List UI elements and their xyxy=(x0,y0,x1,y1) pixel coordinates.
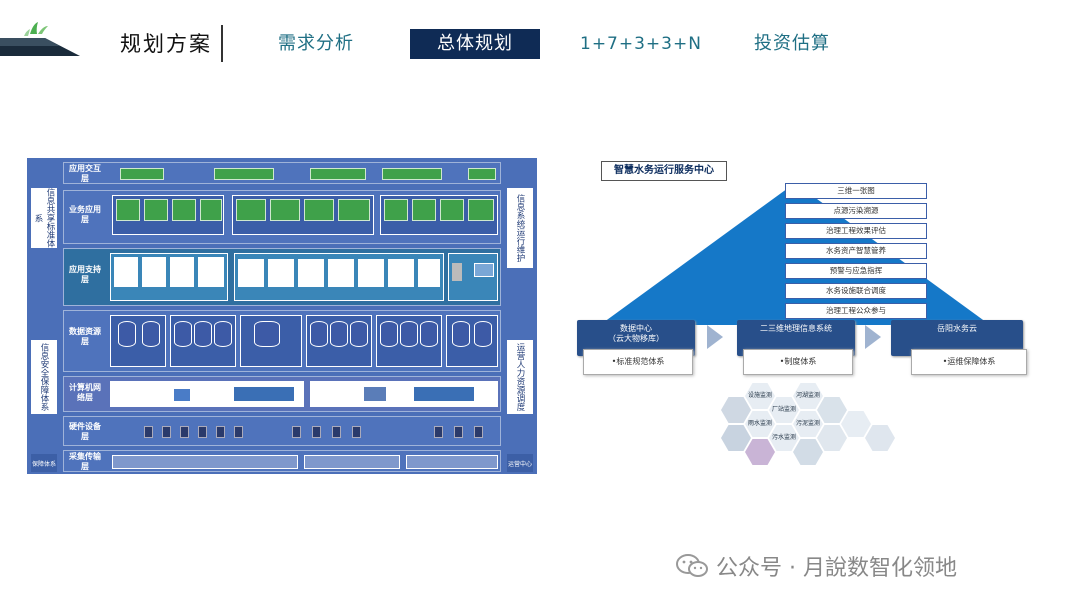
architecture-diagram: 信息共享标准体系 信息安全保障体系 保障体系 信息系统运行维护 运营人力资源调度… xyxy=(27,158,537,474)
layer-hardware: 硬件设备层 xyxy=(63,416,501,446)
sub-ops-guarantee: •运维保障体系 xyxy=(911,349,1027,375)
hex-photo-7 xyxy=(793,439,823,465)
top-nav: 规划方案 需求分析 总体规划 1+7+3+3+N 投资估算 xyxy=(0,0,1080,80)
hex-sludge: 污泥监测 xyxy=(793,411,823,437)
side-info-security: 信息安全保障体系 xyxy=(31,340,57,414)
hex-rain: 雨水监测 xyxy=(745,411,775,437)
hex-photo-2 xyxy=(817,397,847,423)
service-item-7: 治理工程公众参与 xyxy=(785,303,927,319)
hex-photo-6 xyxy=(745,439,775,465)
tab-investment[interactable]: 投资估算 xyxy=(754,33,830,54)
hex-photo-5 xyxy=(721,425,751,451)
wechat-icon xyxy=(676,554,708,577)
footer-text: 公众号 · 月說数智化领地 xyxy=(716,556,957,581)
hex-sewage: 污水监测 xyxy=(769,425,799,451)
logo-icon xyxy=(0,22,80,56)
footer-watermark: 公众号 · 月說数智化领地 xyxy=(676,550,957,582)
service-item-6: 水务设施联合调度 xyxy=(785,283,927,299)
tab-overall-plan[interactable]: 总体规划 xyxy=(410,29,540,59)
side-ops-maintenance: 信息系统运行维护 xyxy=(507,188,533,268)
service-center-title: 智慧水务运行服务中心 xyxy=(601,161,727,181)
title-divider xyxy=(221,25,223,62)
hex-photo-3 xyxy=(841,411,871,437)
tab-requirements[interactable]: 需求分析 xyxy=(278,33,354,54)
page-title: 规划方案 xyxy=(120,32,212,56)
service-item-2: 点源污染溯源 xyxy=(785,203,927,219)
layer-acquisition: 采集传输层 xyxy=(63,450,501,472)
service-center-diagram: 智慧水务运行服务中心 三维一张图 点源污染溯源 治理工程效果评估 水务资产智慧管… xyxy=(575,155,1035,480)
layer-data-resource: 数据资源层 xyxy=(63,310,501,372)
layer-app-interaction: 应用交互层 xyxy=(63,162,501,184)
service-item-5: 预警与应急指挥 xyxy=(785,263,927,279)
hex-photo xyxy=(721,397,751,423)
arrow-right-icon xyxy=(865,325,881,349)
service-item-4: 水务资产智慧管养 xyxy=(785,243,927,259)
service-item-1: 三维一张图 xyxy=(785,183,927,199)
layer-app-support: 应用支持层 xyxy=(63,248,501,306)
side-info-standard: 信息共享标准体系 xyxy=(31,188,57,248)
hex-river: 河湖监测 xyxy=(793,383,823,409)
hex-photo-4 xyxy=(865,425,895,451)
hex-facility: 设施监测 xyxy=(745,383,775,409)
layer-network: 计算机网络层 xyxy=(63,376,501,412)
service-item-3: 治理工程效果评估 xyxy=(785,223,927,239)
hex-photo-8 xyxy=(817,425,847,451)
arrow-right-icon xyxy=(707,325,723,349)
sub-standards: •标准规范体系 xyxy=(583,349,693,375)
side-ops-center: 运营中心 xyxy=(507,454,533,472)
side-ops-hr: 运营人力资源调度 xyxy=(507,340,533,414)
sub-regulations: •制度体系 xyxy=(743,349,853,375)
layer-business-app: 业务应用层 xyxy=(63,190,501,244)
side-guarantee: 保障体系 xyxy=(31,454,57,472)
tab-1-7-3-3-n[interactable]: 1+7+3+3+N xyxy=(580,34,702,54)
hex-station: 厂站监测 xyxy=(769,397,799,423)
